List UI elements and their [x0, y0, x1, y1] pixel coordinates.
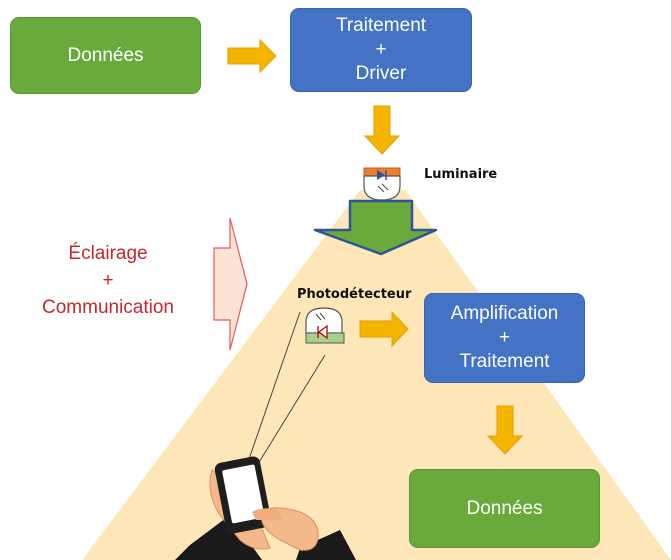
receiver-line-1: Amplification: [450, 303, 559, 324]
source-data-box: Données: [10, 17, 201, 94]
big-green-down-arrow: [313, 199, 438, 256]
photodetector-icon: [305, 307, 345, 344]
side-note-line-1: Éclairage: [68, 243, 148, 264]
processing-line-2: +: [375, 39, 387, 60]
light-ray: [247, 311, 301, 463]
processing-line-3: Driver: [355, 63, 407, 84]
output-data-box: Données: [409, 469, 600, 548]
source-data-label: Données: [67, 44, 144, 66]
receiver-line-2: +: [498, 327, 511, 348]
amplification-processing-box: Amplification + Traitement: [424, 293, 585, 383]
lighting-communication-note: Éclairage + Communication: [24, 240, 192, 321]
luminaire-label: Luminaire: [424, 167, 498, 182]
arrow-source-to-processing: [227, 38, 277, 74]
arrow-processing-to-luminaire: [363, 105, 401, 155]
photodetector-label: Photodétecteur: [297, 287, 412, 302]
arrow-receiver-to-output: [486, 405, 524, 455]
receiver-line-3: Traitement: [459, 351, 550, 372]
output-data-label: Données: [466, 497, 543, 519]
side-note-line-2: +: [102, 270, 114, 291]
arrow-detector-to-receiver: [359, 310, 409, 348]
light-ray: [257, 354, 326, 465]
smartphone-hand-icon: [175, 456, 356, 560]
processing-driver-box: Traitement + Driver: [290, 8, 472, 92]
luminaire-led-icon: [363, 167, 401, 201]
side-note-line-3: Communication: [42, 297, 174, 318]
side-arrow: [213, 217, 248, 351]
processing-line-1: Traitement: [335, 15, 427, 36]
